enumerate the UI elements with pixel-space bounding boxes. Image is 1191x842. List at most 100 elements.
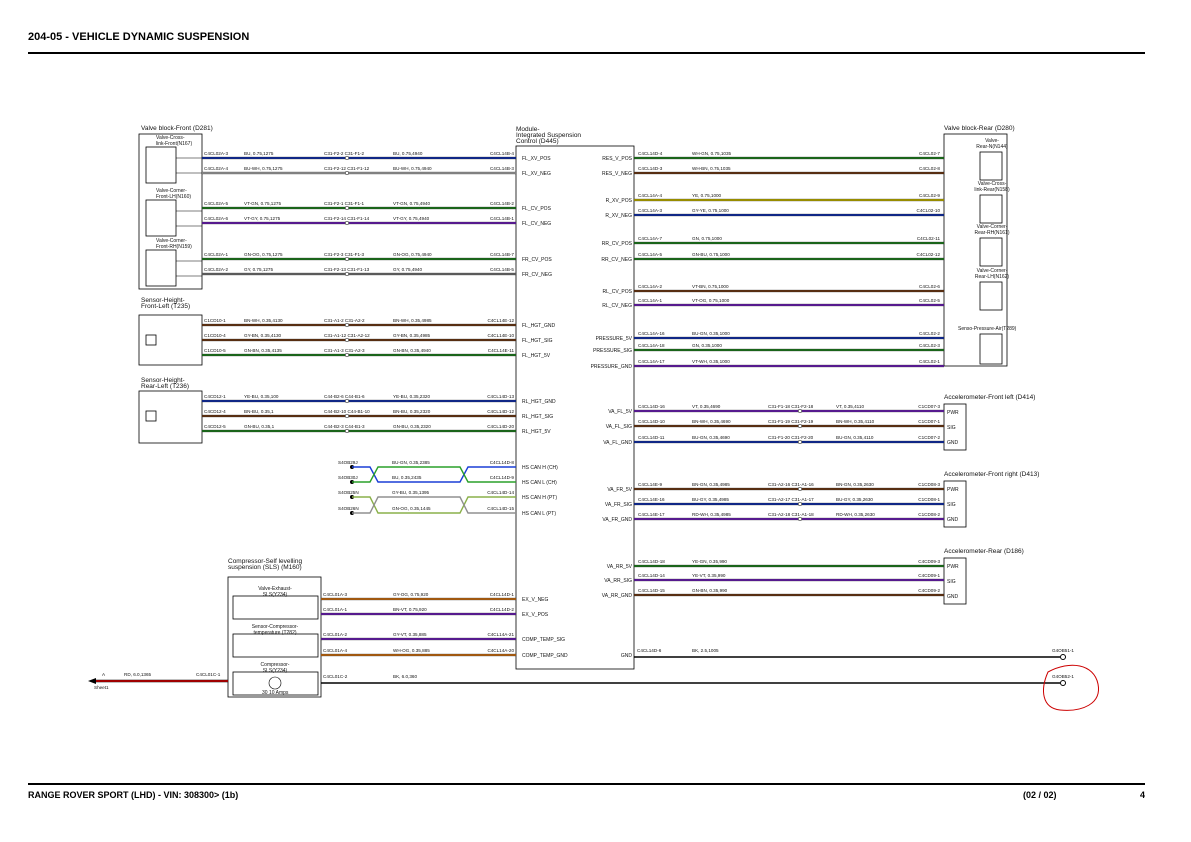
wire-spec: BN-VT, 0.75,920	[393, 607, 427, 612]
exhaust-valve-label: Valve-Exhaust-	[258, 586, 292, 592]
wire-spec: BN-WH, 0.35,4690	[692, 419, 731, 424]
module-pin-right: RL_CV_POS	[603, 289, 633, 295]
wire-spec: BU-WH, 0.75,1275	[244, 166, 283, 171]
exhaust-valve-label: SLS(Y234)	[263, 592, 288, 598]
accelerometer-title: Accelerometer-Front left (D414)	[944, 394, 1035, 401]
connector-label: C4CL02A-2	[204, 267, 228, 272]
can-wire	[352, 466, 516, 483]
connector-label: C4CL14B-1	[490, 216, 514, 221]
sensor-rl-box	[138, 390, 203, 444]
connector-label: C4CL14D-13	[487, 394, 514, 399]
connector-pin	[797, 408, 803, 414]
connector-label: C4CL14E-9	[638, 482, 662, 487]
module-pin-left: RL_HGT_GND	[522, 399, 556, 405]
wire-spec: YE-BU, 0.35,2320	[393, 394, 430, 399]
inline-connector: C31-F2-2 C31-F1-2	[324, 151, 365, 156]
can-connector: C4CL14D-15	[487, 506, 514, 511]
connector-pin	[344, 398, 350, 404]
connector-label: C4CL14D-18	[638, 559, 665, 564]
inline-connector: C31-A1-12 C31-A2-12	[324, 333, 370, 338]
connector-label: C1CD10-1	[204, 318, 226, 323]
module-pin-left: FL_HGT_GND	[522, 323, 555, 329]
can-wire	[352, 496, 516, 514]
connector-label: C4CL14D-3	[638, 166, 663, 171]
module-pin-right: VA_RR_SIG	[604, 578, 632, 584]
connector-label: C4CL14A-3	[638, 208, 662, 213]
can-connector: C4CL14D-8	[490, 460, 515, 465]
module-pin-left: COMP_TEMP_GND	[522, 653, 568, 659]
valve-rear-sub: Valve-	[985, 138, 999, 144]
valve-coil	[979, 151, 1003, 181]
module-pin-left: FR_CV_POS	[522, 257, 552, 263]
inline-connector: C31-A1-2 C31-A2-2	[324, 318, 365, 323]
connector-label: C4CL14D-12	[487, 409, 514, 414]
page-title: 204-05 - VEHICLE DYNAMIC SUSPENSION	[28, 31, 250, 43]
connector-label: C4CL14D-10	[638, 419, 665, 424]
sensor-fl-title: Front-Left (T235)	[141, 303, 190, 310]
connector-label: C4CL14E-10	[487, 333, 514, 338]
wire-spec: GY-YE, 0.75,1000	[692, 208, 729, 213]
module-pin-right: RR_CV_NEG	[601, 257, 632, 263]
wire-spec: BU, 0.75,4940	[393, 151, 423, 156]
valve-front-title: Valve block-Front (D281)	[141, 125, 213, 132]
connector-label: C4CL14B-4	[490, 151, 514, 156]
accel-pin: SIG	[947, 502, 956, 508]
connector-pin	[344, 337, 350, 343]
connector-pin	[344, 352, 350, 358]
connector-label: C4CL02A-1	[204, 252, 228, 257]
motor-label: Compressor-	[261, 662, 290, 668]
valve-rear-sub: Rear-N(N144)	[976, 144, 1008, 150]
connector-pin	[797, 486, 803, 492]
red-annotation-circle	[1043, 664, 1099, 711]
wire-spec: GY, 0.75,1275	[244, 267, 273, 272]
module-pin-right: GND	[621, 653, 633, 659]
wire-spec: GN, 0.75,1000	[692, 236, 722, 241]
wire-spec: BN-WH, 0.35,4130	[244, 318, 283, 323]
valve-rear-sub: Valve-Corner-	[977, 268, 1008, 274]
connector-pin	[344, 322, 350, 328]
connector-label: C4CL14A-20	[487, 648, 514, 653]
valve-rear-sub: Rear-RH(N161)	[974, 230, 1009, 236]
splice-label: S4OB25N	[338, 490, 359, 495]
wire-spec: GN-BN, 0.35,4940	[393, 348, 431, 353]
connector-label: C1CD07-1	[918, 419, 940, 424]
connector-label: C4CL14A-18	[638, 343, 665, 348]
can-wire-spec: GN-OG, 0.35,1445	[392, 506, 431, 511]
accel-pin: GND	[947, 594, 959, 600]
connector-label: C4CD09-1	[918, 573, 940, 578]
connector-pin	[344, 271, 350, 277]
wire-spec: BN-WH, 0.35,4985	[393, 318, 432, 323]
connector-pin	[797, 439, 803, 445]
connector-label: C4CL14B-7	[490, 252, 514, 257]
connector-label: C4CL02-5	[919, 298, 940, 303]
inline-connector: C31-F2-1 C31-F1-1	[324, 201, 365, 206]
connector-pin	[344, 220, 350, 226]
wire-spec: BU-GY, 0.35,4985	[692, 497, 729, 502]
valve-front-sub: Valve-Cross-	[156, 135, 185, 141]
module-pin-left: RL_HGT_SIG	[522, 414, 553, 420]
inline-connector: C31-F2-13 C31-F1-13	[324, 267, 370, 272]
inline-connector: C31-F2-14 C31-F1-14	[324, 216, 370, 221]
sensor-element	[145, 410, 157, 422]
module-pin-left: EX_V_POS	[522, 612, 549, 618]
module-pin-left: FL_CV_POS	[522, 206, 552, 212]
connector-label: C4CD09-2	[918, 588, 940, 593]
connector-label: C4CL14D-4	[638, 151, 663, 156]
valve-rear-title: Valve block-Rear (D280)	[944, 125, 1015, 132]
connector-label: C4CD12-1	[204, 394, 226, 399]
accel-pin: SIG	[947, 425, 956, 431]
connector-label: C4CL01A-1	[323, 607, 347, 612]
wire-spec: GN-BU, 0.35,1	[244, 424, 275, 429]
wire-spec: VT-GN, 0.75,4940	[393, 201, 430, 206]
wire-spec: BU-GN, 0.35,4690	[692, 435, 730, 440]
connector-label: C4CL01A-4	[323, 648, 347, 653]
module-pin-right: VA_FR_GND	[602, 517, 632, 523]
footer-vehicle: RANGE ROVER SPORT (LHD) - VIN: 308300> (…	[28, 790, 239, 800]
connector-pin	[344, 413, 350, 419]
wire-spec: GY-BN, 0.35,4130	[244, 333, 282, 338]
wire-spec: VT-GY, 0.75,4940	[393, 216, 430, 221]
compressor-motor-box	[232, 671, 319, 696]
module-pin-right: RL_CV_NEG	[602, 303, 632, 309]
sensor-fl-title: Sensor-Height-	[141, 297, 185, 304]
module-pin-right: VA_FR_5V	[607, 487, 632, 493]
